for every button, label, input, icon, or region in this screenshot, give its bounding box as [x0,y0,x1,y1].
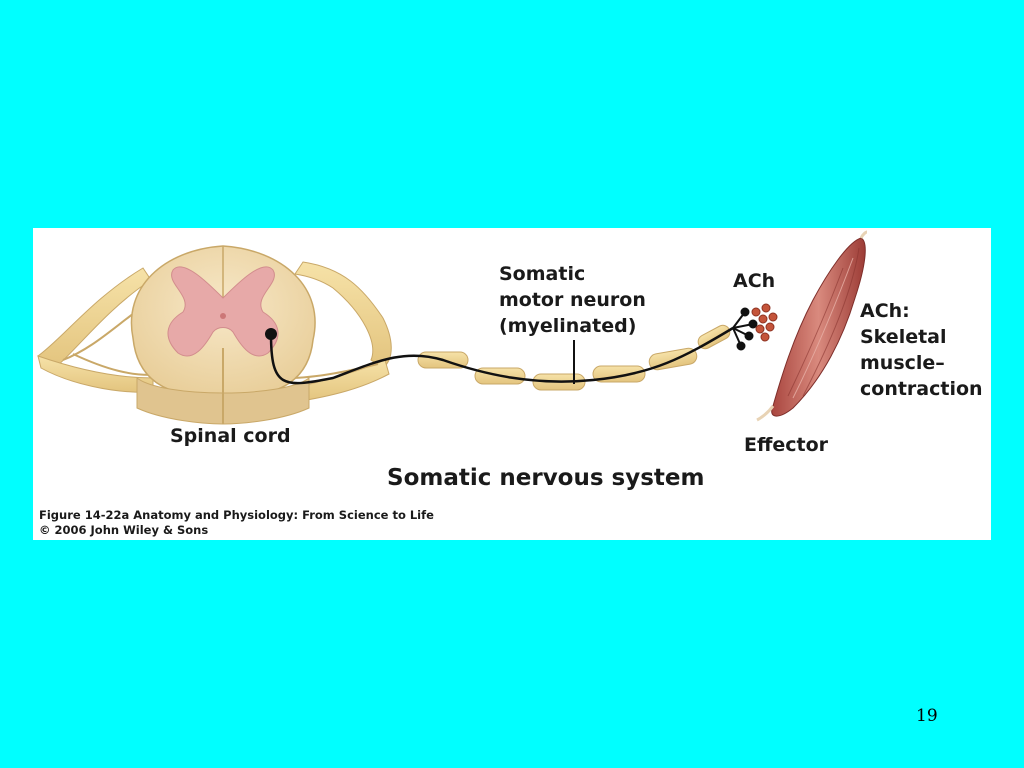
neuron-cell-body [265,328,277,340]
effector-response-line3: muscle– [860,352,945,374]
somatic-nervous-system-diagram [37,230,868,425]
figure-panel: Spinal cord Somatic motor neuron (myelin… [33,228,991,540]
effector-response-line2: Skeletal [860,326,947,348]
axon [269,326,734,385]
axon-terminals [732,307,758,351]
effector-label: Effector [744,434,829,456]
motor-neuron-label-line1: Somatic [499,263,586,285]
left-nerve-roots [37,267,164,393]
effector-response-line4: contraction [860,378,983,400]
motor-neuron-label-line3: (myelinated) [499,315,637,337]
spinal-cord-cross-section [130,245,316,425]
motor-neuron-label-line2: motor neuron [499,289,646,311]
right-nerve-roots [287,261,392,403]
spinal-cord-label: Spinal cord [170,425,291,447]
ach-vesicles [751,303,778,342]
caption-line1: Figure 14-22a Anatomy and Physiology: Fr… [39,508,434,522]
figure-caption: Figure 14-22a Anatomy and Physiology: Fr… [39,508,434,538]
page-number: 19 [916,706,938,726]
system-title: Somatic nervous system [387,465,705,491]
caption-line2: © 2006 John Wiley & Sons [39,523,209,537]
effector-response-line1: ACh: [860,300,910,322]
skeletal-muscle-icon [756,230,868,422]
ach-label: ACh [733,270,776,292]
